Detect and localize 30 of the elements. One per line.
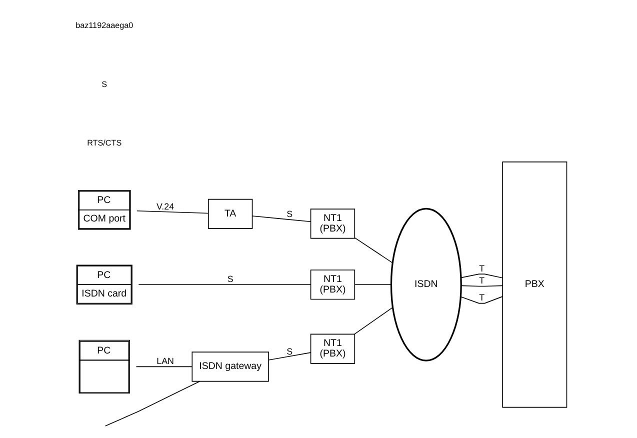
edge-label: LAN: [156, 356, 174, 366]
node-box: ISDN gateway: [192, 352, 269, 382]
edge-label: S: [286, 346, 293, 356]
edge-label: T: [479, 276, 485, 286]
node-box: PBX: [502, 162, 568, 408]
connector: [354, 237, 394, 264]
node-box: NT1 (PBX): [310, 270, 356, 300]
connector: [252, 216, 311, 222]
connector: [136, 366, 192, 368]
connector: [354, 284, 392, 286]
connector: [136, 210, 208, 214]
edge-label: T: [479, 292, 485, 303]
edge-label: S: [286, 209, 293, 220]
label: baz1192aaega0: [76, 21, 134, 30]
node-ellipse: ISDN: [390, 208, 462, 362]
connector: [268, 352, 312, 360]
connector: [460, 296, 503, 304]
connector: [104, 380, 200, 426]
label: RTS/CTS: [87, 138, 122, 148]
connector: [354, 307, 393, 334]
edge-label: T: [479, 263, 485, 274]
edge-label: S: [227, 274, 234, 284]
edge-label: V.24: [156, 202, 174, 212]
connector: [138, 284, 311, 286]
node-box: TA: [208, 198, 253, 229]
label: S: [102, 80, 108, 89]
node-box: NT1 (PBX): [310, 334, 356, 364]
node-box: NT1 (PBX): [310, 208, 356, 239]
connector: [460, 285, 503, 287]
connector: [460, 274, 503, 278]
